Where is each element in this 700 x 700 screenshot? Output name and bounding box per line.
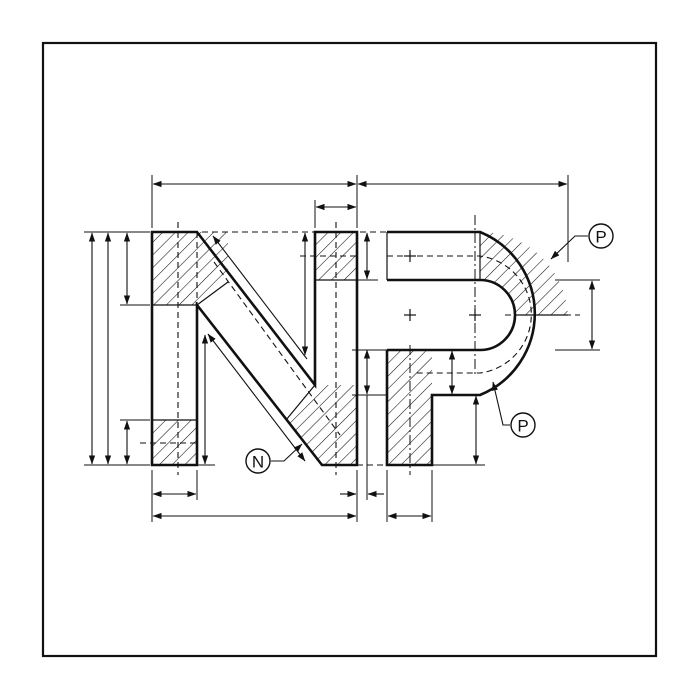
letter-p [357, 215, 580, 475]
n-left-top-hatch [152, 232, 197, 305]
p-center-marks [404, 250, 481, 321]
n-right-bottom-hatch [286, 385, 357, 465]
p-outer-outline [385, 230, 537, 467]
callout-p-upper-label: P [595, 228, 606, 247]
n-diagonal-top-hatch [197, 232, 228, 305]
p-inner-outline [387, 278, 517, 352]
callout-p-lower: P [491, 381, 536, 438]
dim-n-diagonal-lower [207, 333, 306, 462]
n-diag-top-section-line [196, 281, 229, 306]
p-bowl-centerline [387, 255, 532, 374]
callout-p-lower-circle [510, 412, 536, 438]
callout-p-upper-circle [588, 223, 614, 249]
callout-n-label: N [252, 453, 264, 472]
letter-n [140, 222, 359, 475]
callout-p-upper: P [550, 223, 614, 260]
callout-p-lower-label: P [517, 417, 528, 436]
n-diagonal-centerline [213, 261, 341, 436]
dim-n-diagonal-upper [212, 235, 308, 360]
callout-n: N [245, 443, 303, 474]
dimension-lines [84, 175, 600, 522]
drawing-frame [41, 41, 658, 658]
callout-n-circle [245, 448, 271, 474]
